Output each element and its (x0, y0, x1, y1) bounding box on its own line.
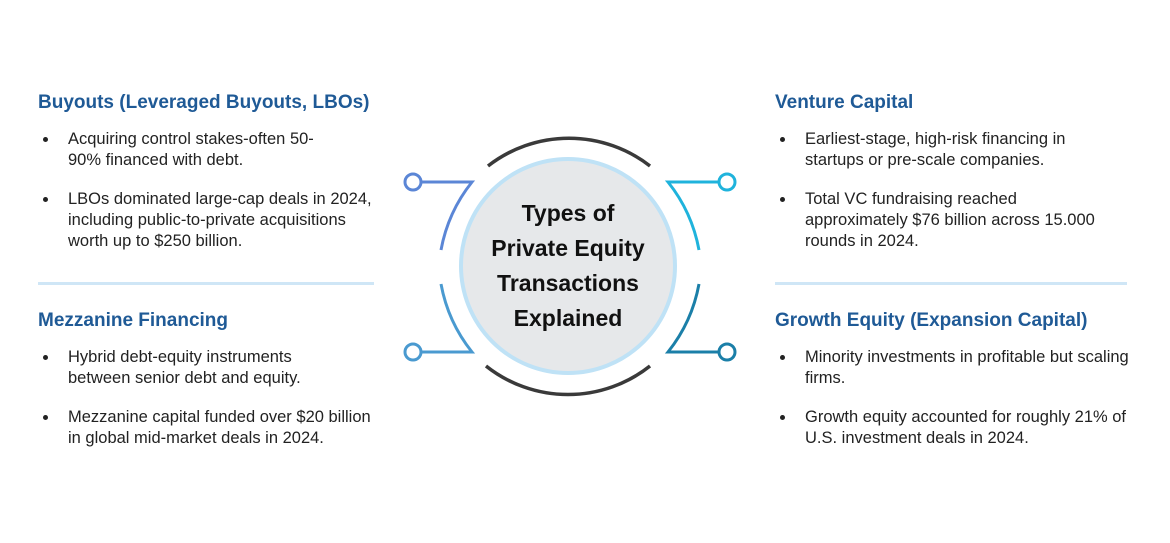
section-growth-equity: Growth Equity (Expansion Capital) Minori… (775, 309, 1135, 449)
top-arc (486, 136, 652, 168)
bullet-item: Total VC fundraising reached approximate… (775, 189, 1095, 252)
bullet-item: Earliest-stage, high-risk financing in s… (775, 129, 1125, 171)
section-heading: Mezzanine Financing (38, 310, 229, 331)
bottom-arc (484, 364, 652, 397)
connector-top-left (403, 172, 476, 251)
bullet-item: Minority investments in profitable but s… (775, 347, 1150, 389)
section-buyouts: Buyouts (Leveraged Buyouts, LBOs) Acquir… (38, 91, 383, 252)
bullet-item: Hybrid debt-equity instruments between s… (38, 347, 358, 389)
center-title-line: Explained (513, 305, 623, 331)
center-title-line: Types of (521, 200, 615, 226)
connector-bottom-right (664, 283, 737, 362)
bullet-item: LBOs dominated large-cap deals in 2024, … (38, 189, 383, 252)
bullet-item: Growth equity accounted for roughly 21% … (775, 407, 1150, 449)
section-heading: Growth Equity (Expansion Capital) (775, 310, 1088, 331)
connector-bottom-left (403, 283, 476, 362)
center-title-line: Transactions (497, 270, 639, 296)
section-heading: Venture Capital (775, 92, 914, 113)
center-title: Types of Private Equity Transactions Exp… (462, 196, 674, 336)
center-title-line: Private Equity (491, 235, 645, 261)
divider-left (38, 282, 374, 285)
section-heading: Buyouts (Leveraged Buyouts, LBOs) (38, 92, 370, 113)
divider-right (775, 282, 1127, 285)
section-venture-capital: Venture Capital Earliest-stage, high-ris… (775, 91, 1125, 252)
section-mezzanine: Mezzanine Financing Hybrid debt-equity i… (38, 309, 383, 449)
bullet-item: Acquiring control stakes-often 50-90% fi… (38, 129, 328, 171)
bullet-item: Mezzanine capital funded over $20 billio… (38, 407, 373, 449)
connector-top-right (664, 172, 737, 251)
center-circle (459, 157, 677, 375)
